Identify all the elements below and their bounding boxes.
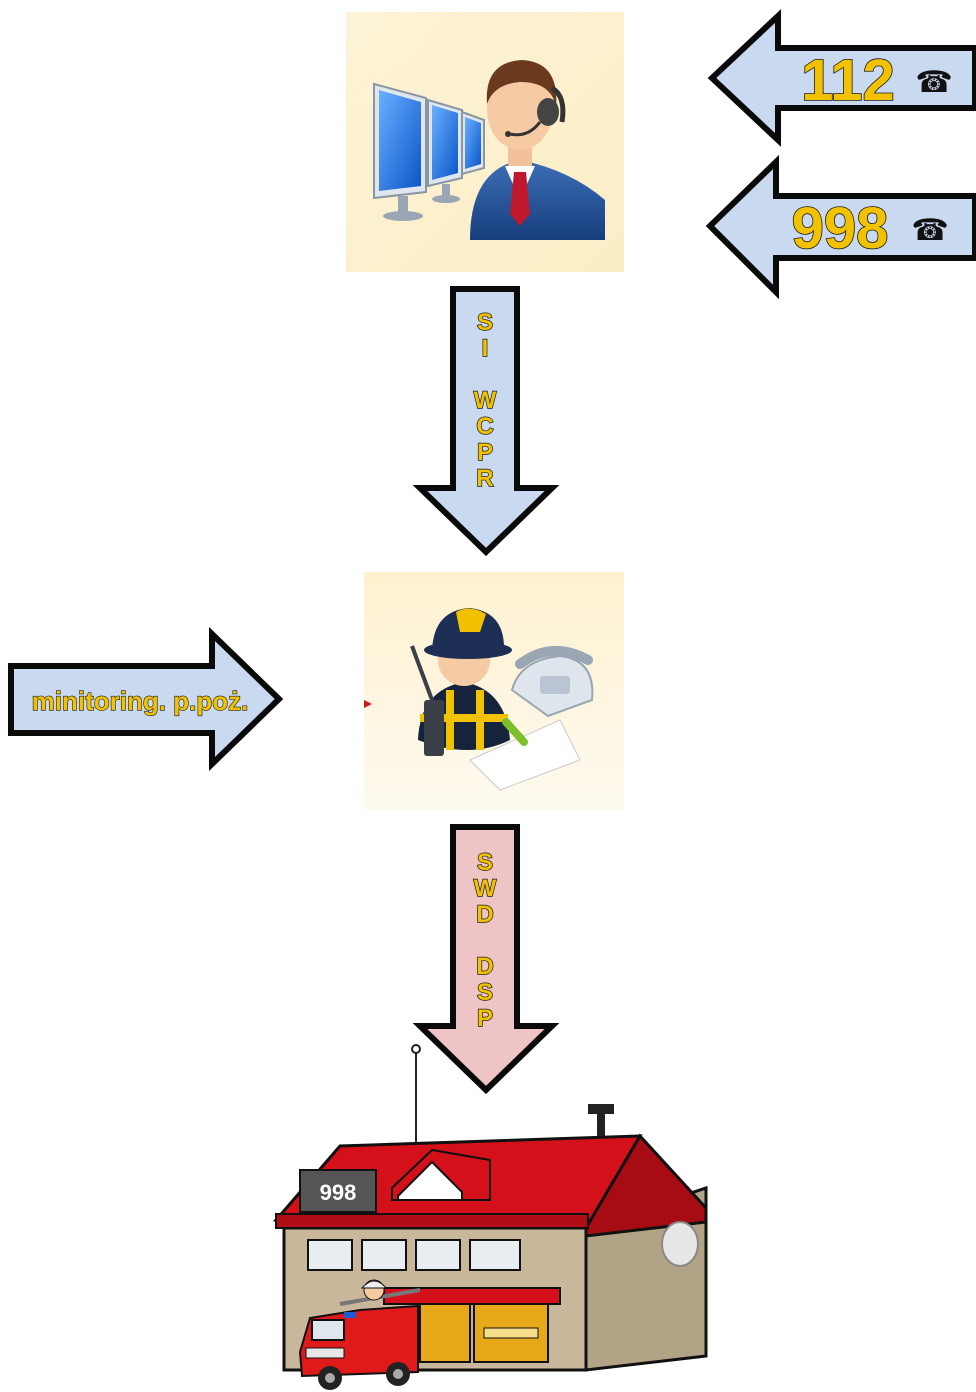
arrow-letter: P (477, 1005, 493, 1032)
arrow-letter: W (474, 387, 497, 414)
arrow-letter: W (474, 875, 497, 902)
arrow-letter: I (482, 335, 489, 362)
fire-truck-icon (298, 1279, 421, 1390)
firefighter-dispatcher-icon (364, 572, 624, 810)
fire-monitoring-label: minitoring. p.poż. (32, 686, 249, 716)
call-112-arrow: 112 ☎ (707, 9, 976, 147)
arrow-letter: P (477, 439, 493, 466)
call-998-label: 998 (792, 196, 889, 261)
arrow-letter: S (477, 849, 493, 876)
telephone-icon: ☎ (915, 65, 952, 100)
call-998-arrow: 998 ☎ (705, 154, 976, 300)
telephone-icon: ☎ (911, 213, 948, 248)
fire-monitoring-arrow: minitoring. p.poż. (8, 626, 284, 772)
arrow-letter: D (476, 901, 493, 928)
station-sign-number: 998 (320, 1180, 357, 1205)
arrow-letter: S (477, 979, 493, 1006)
fire-station-icon: 998 (272, 1044, 708, 1390)
arrow-letter: C (476, 413, 493, 440)
call-112-label: 112 (801, 48, 895, 113)
arrow-letter: D (476, 953, 493, 980)
arrow-letter: R (476, 465, 493, 492)
arrow-letter: S (477, 309, 493, 336)
call-center-operator-icon (346, 12, 624, 272)
